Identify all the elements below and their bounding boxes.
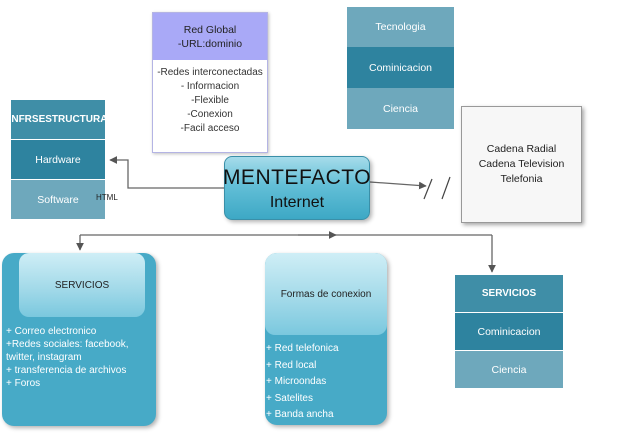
comunicacion-cell: Cominicacion [347, 47, 454, 88]
list-item: - Informacion [180, 81, 240, 92]
list-item: +Redes sociales: facebook, twitter, inst… [6, 339, 129, 363]
list-item: + Microondas [266, 376, 327, 387]
red-global-title: Red Global [183, 23, 237, 36]
infraestructura-box: INFRSESTRUCTURA Hardware Software [9, 100, 107, 221]
red-global-list: -Redes interconectadas - Informacion -Fl… [153, 60, 267, 136]
red-global-header: Red Global -URL:dominio [153, 13, 267, 60]
software-cell: Software [11, 180, 105, 220]
formas-conexion-list: + Red telefonica + Red local + Microonda… [266, 341, 339, 424]
servicios-right-box: SERVICIOS Cominicacion Ciencia [455, 275, 563, 389]
formas-conexion-title: Formas de conexion [265, 253, 387, 335]
ciencia-cell: Ciencia [347, 88, 454, 129]
telefonia: Telefonia [500, 173, 543, 185]
list-item: -Flexible [191, 95, 229, 106]
formas-conexion-box: Formas de conexion + Red telefonica + Re… [265, 253, 387, 425]
red-global-url: -URL:dominio [177, 37, 243, 50]
list-item: + Satelites [266, 392, 313, 404]
list-item: + Red local [266, 359, 317, 371]
comunicacion-cell: Cominicacion [455, 313, 563, 351]
tecnologia-cell: Tecnologia [347, 7, 454, 47]
infraestructura-title: INFRSESTRUCTURA [9, 100, 107, 140]
list-item: + Foros [6, 378, 41, 389]
list-item: -Redes interconectadas [157, 67, 263, 78]
html-label: HTML [96, 193, 118, 202]
ciencia-cell: Ciencia [455, 351, 563, 389]
red-global-box: Red Global -URL:dominio -Redes intercone… [152, 12, 268, 153]
list-item: + Correo electronico [6, 326, 97, 337]
servicios-left-list: + Correo electronico +Redes sociales: fa… [6, 325, 154, 390]
connector-to-infra [109, 156, 224, 189]
cadena-box: Cadena Radial Cadena Television Telefoni… [461, 106, 582, 223]
connector-to-cadena [369, 181, 427, 190]
list-item: -Facil acceso [180, 123, 240, 134]
servicios-left-title: SERVICIOS [19, 253, 145, 317]
list-item: + Banda ancha [266, 409, 334, 420]
list-item: -Conexion [187, 109, 233, 120]
cadena-television: Cadena Television [478, 158, 565, 170]
mentefacto-title: MENTEFACTO [222, 166, 372, 189]
servicios-right-title: SERVICIOS [455, 275, 563, 313]
hardware-cell: Hardware [11, 140, 105, 180]
list-item: + Red telefonica [266, 343, 339, 354]
mentefacto-subtitle: Internet [269, 194, 325, 211]
cadena-radial: Cadena Radial [486, 143, 557, 155]
servicios-left-box: SERVICIOS + Correo electronico +Redes so… [2, 253, 156, 426]
list-item: + transferencia de archivos [6, 365, 127, 376]
mentefacto-box: MENTEFACTO Internet [222, 156, 372, 220]
tecnologia-stack: Tecnologia Cominicacion Ciencia [347, 7, 454, 129]
